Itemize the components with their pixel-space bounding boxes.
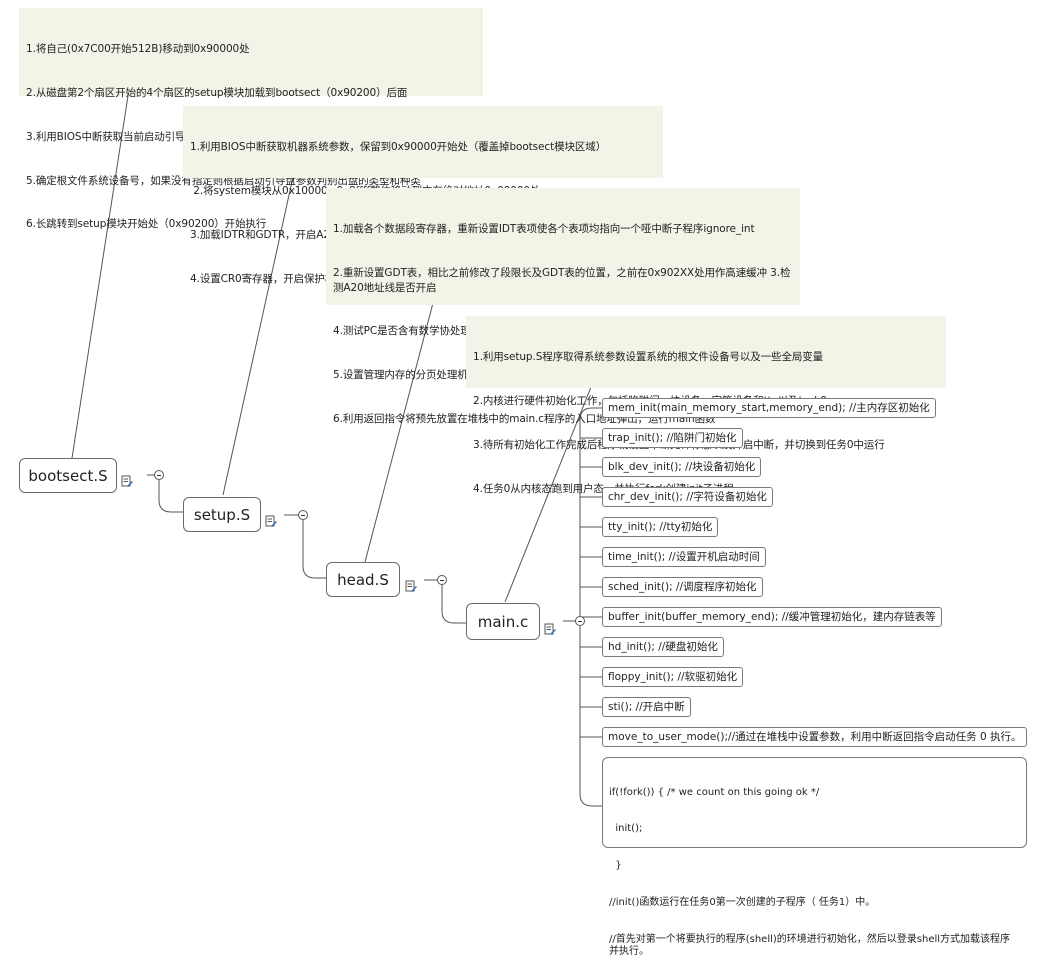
code-line: init(); — [609, 823, 643, 835]
note-line: 1.利用setup.S程序取得系统参数设置系统的根文件设备号以及一些全局变量 — [473, 351, 824, 364]
leaf-label: move_to_user_mode();//通过在堆栈中设置参数，利用中断返回指… — [608, 731, 1022, 743]
note-line: 5.设置管理内存的分页处理机制 — [333, 369, 479, 382]
leaf-label: blk_dev_init(); //块设备初始化 — [608, 461, 756, 473]
collapse-icon[interactable] — [575, 616, 585, 626]
leaf-label: tty_init(); //tty初始化 — [608, 521, 713, 533]
leaf-label: buffer_init(buffer_memory_end); //缓冲管理初始… — [608, 611, 936, 623]
leaf-blk-dev-init[interactable]: blk_dev_init(); //块设备初始化 — [602, 457, 762, 477]
leaf-label: trap_init(); //陷阱门初始化 — [608, 432, 737, 444]
leaf-sti[interactable]: sti(); //开启中断 — [602, 697, 691, 717]
note-icon[interactable] — [265, 515, 277, 527]
collapse-icon[interactable] — [154, 470, 164, 480]
leaf-trap-init[interactable]: trap_init(); //陷阱门初始化 — [602, 428, 743, 448]
node-label: head.S — [337, 570, 389, 589]
code-line: } — [609, 860, 622, 872]
leaf-hd-init[interactable]: hd_init(); //硬盘初始化 — [602, 637, 724, 657]
code-line: //首先对第一个将要执行的程序(shell)的环境进行初始化，然后以登录shel… — [609, 934, 1011, 958]
leaf-fork-init[interactable]: if(!fork()) { /* we count on this going … — [602, 757, 1027, 957]
leaf-label: time_init(); //设置开机启动时间 — [608, 551, 760, 563]
note-line: 1.将自己(0x7C00开始512B)移动到0x90000处 — [26, 43, 250, 56]
leaf-sched-init[interactable]: sched_init(); //调度程序初始化 — [602, 577, 763, 597]
leaf-time-init[interactable]: time_init(); //设置开机启动时间 — [602, 547, 766, 567]
node-setup[interactable]: setup.S — [183, 497, 261, 532]
leaf-label: sti(); //开启中断 — [608, 701, 685, 713]
note-bootsect: 1.将自己(0x7C00开始512B)移动到0x90000处 2.从磁盘第2个扇… — [19, 8, 483, 230]
code-line: if(!fork()) { /* we count on this going … — [609, 786, 820, 798]
note-line: 6.长跳转到setup模块开始处（0x90200）开始执行 — [26, 218, 267, 231]
note-setup: 1.利用BIOS中断获取机器系统参数，保留到0x90000开始处（覆盖掉boot… — [183, 106, 663, 285]
note-main: 1.利用setup.S程序取得系统参数设置系统的根文件设备号以及一些全局变量 2… — [466, 316, 946, 495]
note-icon[interactable] — [544, 623, 556, 635]
note-line: 2.从磁盘第2个扇区开始的4个扇区的setup模块加载到bootsect（0x9… — [26, 86, 408, 99]
leaf-label: chr_dev_init(); //字符设备初始化 — [608, 491, 767, 503]
node-label: setup.S — [193, 505, 251, 524]
collapse-icon[interactable] — [437, 575, 447, 585]
note-line: 4.测试PC是否含有数学协处理器 — [333, 325, 482, 338]
node-head[interactable]: head.S — [326, 562, 400, 597]
node-label: bootsect.S — [28, 466, 108, 485]
leaf-label: floppy_init(); //软驱初始化 — [608, 671, 738, 683]
leaf-label: hd_init(); //硬盘初始化 — [608, 641, 718, 653]
leaf-tty-init[interactable]: tty_init(); //tty初始化 — [602, 517, 719, 537]
note-head: 1.加载各个数据段寄存器，重新设置IDT表项使各个表项均指向一个哑中断子程序ig… — [326, 188, 800, 425]
leaf-mem-init[interactable]: mem_init(main_memory_start,memory_end); … — [602, 398, 936, 418]
collapse-icon[interactable] — [298, 510, 308, 520]
leaf-floppy-init[interactable]: floppy_init(); //软驱初始化 — [602, 667, 744, 687]
leaf-label: mem_init(main_memory_start,memory_end); … — [608, 402, 930, 414]
note-line: 1.利用BIOS中断获取机器系统参数，保留到0x90000开始处（覆盖掉boot… — [190, 141, 607, 154]
note-icon[interactable] — [121, 475, 133, 487]
note-icon[interactable] — [405, 580, 417, 592]
note-line: 2.重新设置GDT表，相比之前修改了段限长及GDT表的位置，之前在0x902XX… — [333, 266, 791, 294]
note-line: 1.加载各个数据段寄存器，重新设置IDT表项使各个表项均指向一个哑中断子程序ig… — [333, 223, 755, 236]
leaf-label: sched_init(); //调度程序初始化 — [608, 581, 757, 593]
leaf-move-to-user-mode[interactable]: move_to_user_mode();//通过在堆栈中设置参数，利用中断返回指… — [602, 727, 1028, 747]
leaf-buffer-init[interactable]: buffer_init(buffer_memory_end); //缓冲管理初始… — [602, 607, 942, 627]
leaf-chr-dev-init[interactable]: chr_dev_init(); //字符设备初始化 — [602, 487, 773, 507]
code-line: //init()函数运行在任务0第一次创建的子程序（ 任务1）中。 — [609, 897, 876, 909]
node-bootsect[interactable]: bootsect.S — [19, 458, 117, 493]
node-main[interactable]: main.c — [466, 603, 540, 640]
node-label: main.c — [477, 612, 529, 631]
